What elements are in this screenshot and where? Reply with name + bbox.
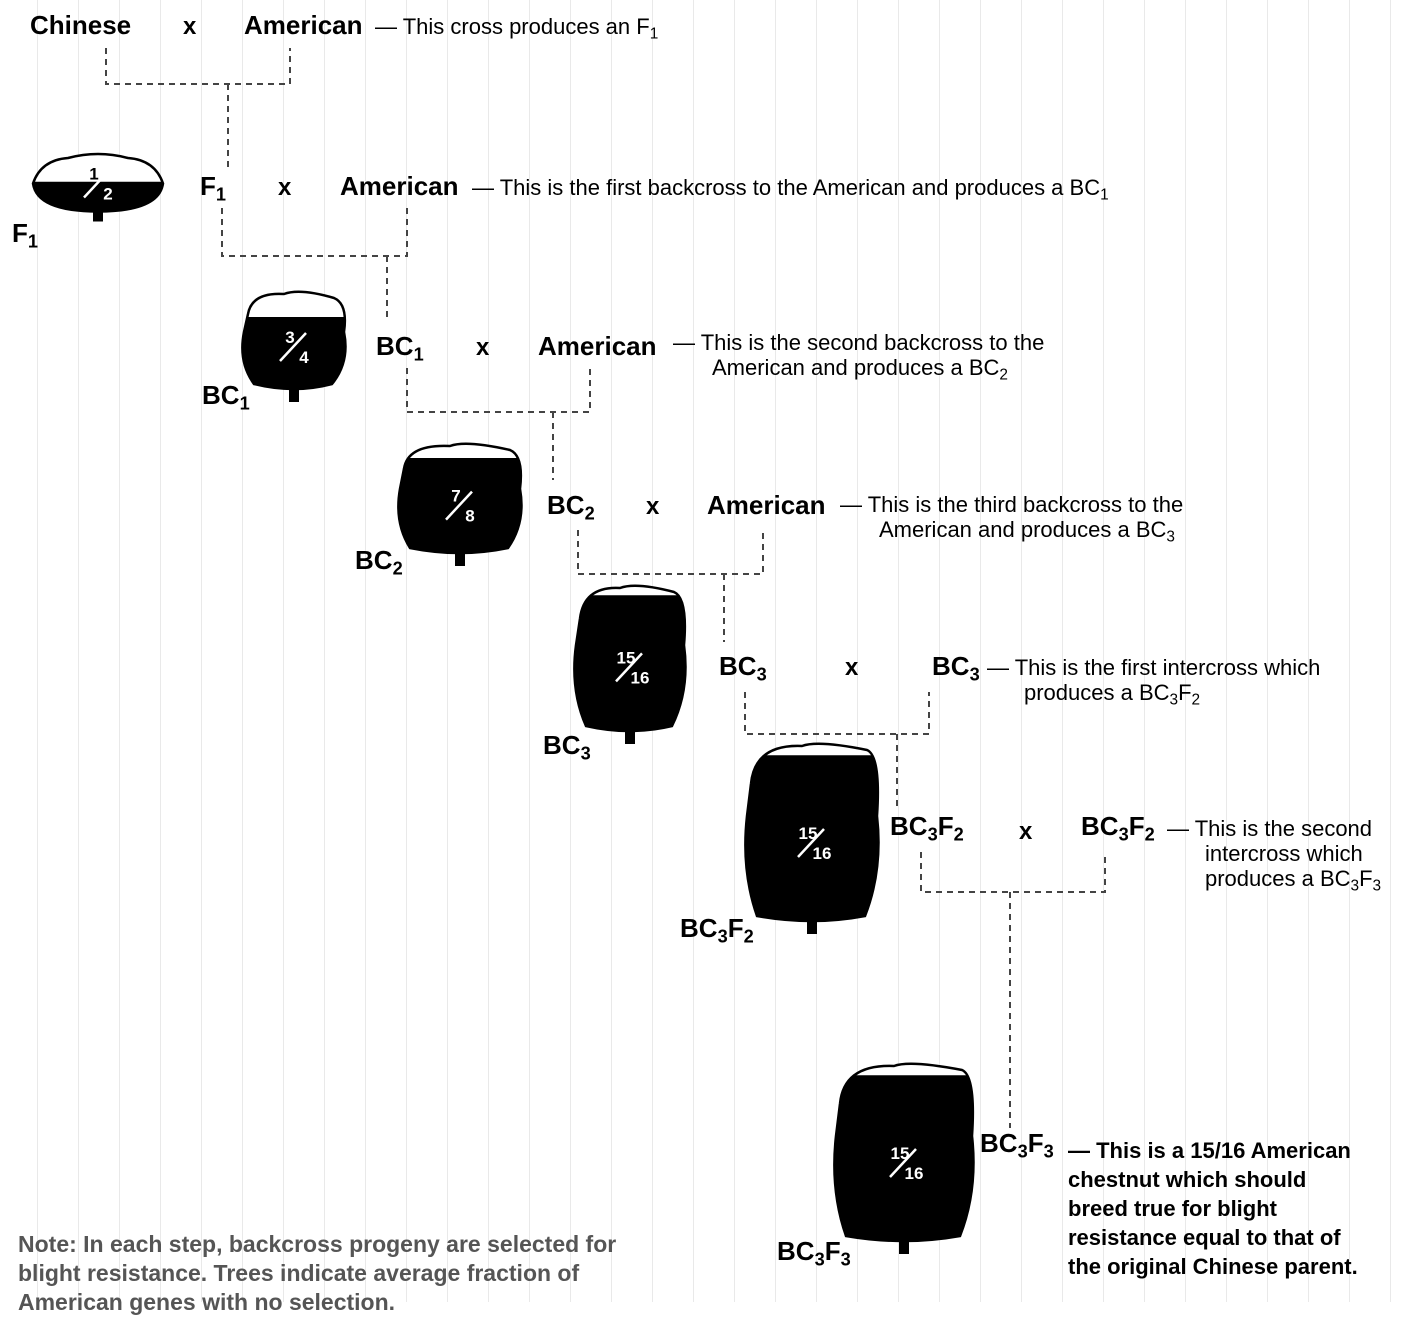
cross-description: — This is the first backcross to the Ame… bbox=[472, 175, 1109, 204]
fraction-slash bbox=[445, 490, 473, 521]
fraction-denominator: 2 bbox=[103, 185, 112, 204]
tree-label: BC2 bbox=[355, 545, 403, 579]
fraction-numerator: 1 bbox=[89, 165, 98, 184]
tree-label: BC1 bbox=[202, 380, 250, 414]
parent-chinese: Chinese bbox=[30, 10, 132, 40]
parent-american: American bbox=[707, 490, 826, 520]
fraction-slash bbox=[83, 168, 111, 199]
connector-row-3 bbox=[406, 368, 591, 480]
fraction-numerator: 15 bbox=[799, 824, 818, 843]
connector-row-6 bbox=[920, 852, 1106, 1128]
chestnut-tree-icon: 12 bbox=[31, 152, 165, 222]
parent-bc2: BC2 bbox=[547, 490, 595, 524]
cross-description-line-2: intercross which bbox=[1205, 841, 1363, 866]
connector-row-2 bbox=[221, 208, 408, 320]
cross-description-line-1: — This is the second backcross to the bbox=[673, 330, 1045, 355]
parent-bc3: BC3 bbox=[719, 651, 767, 685]
american-fraction-fill bbox=[242, 317, 346, 389]
tree-trunk bbox=[625, 732, 635, 744]
fraction-slash bbox=[615, 652, 643, 683]
cross-description-line-1: — This is the first intercross which bbox=[987, 655, 1321, 680]
connector-row-5 bbox=[744, 692, 930, 808]
fraction-numerator: 3 bbox=[285, 328, 294, 347]
american-fraction-fill bbox=[574, 595, 686, 731]
parent-bc3f2: BC3F2 bbox=[1081, 811, 1155, 845]
american-fraction-fill bbox=[834, 1075, 974, 1241]
note-text: Note: In each step, backcross progeny ar… bbox=[18, 1231, 617, 1315]
cross-description-line-1: — This is the second bbox=[1167, 816, 1373, 841]
fraction-numerator: 7 bbox=[451, 487, 460, 506]
fraction-denominator: 16 bbox=[905, 1164, 924, 1183]
tree-label: BC3F2 bbox=[680, 913, 754, 947]
fraction-slash bbox=[797, 828, 825, 858]
parent-bc3: BC3 bbox=[932, 651, 980, 685]
cross-description-line-2: American and produces a BC2 bbox=[712, 355, 1008, 384]
fraction-slash bbox=[889, 1148, 917, 1178]
american-fraction-fill bbox=[745, 755, 879, 921]
tree-trunk bbox=[455, 554, 465, 566]
parent-bc3f2: BC3F2 bbox=[890, 811, 964, 845]
fraction-denominator: 4 bbox=[299, 348, 309, 367]
fraction-numerator: 15 bbox=[891, 1144, 910, 1163]
tree-trunk bbox=[93, 209, 103, 222]
cross-description-line-1: — This is the third backcross to the bbox=[840, 492, 1184, 517]
fraction-denominator: 16 bbox=[813, 844, 832, 863]
cross-description-line-2: American and produces a BC3 bbox=[879, 517, 1175, 546]
cross-symbol: x bbox=[1019, 818, 1033, 845]
chestnut-tree-icon: 78 bbox=[397, 442, 523, 566]
cross-description-line-3: produces a BC3F3 bbox=[1205, 866, 1382, 895]
tree-label: BC3F3 bbox=[777, 1236, 851, 1270]
cross-symbol: x bbox=[845, 654, 859, 681]
chestnut-tree-icon: 34 bbox=[241, 290, 347, 402]
tree-label: BC3 bbox=[543, 730, 591, 764]
tree-trunk bbox=[899, 1242, 909, 1254]
parent-bc1: BC1 bbox=[376, 331, 424, 365]
parent-american: American bbox=[244, 10, 363, 40]
tree-trunk bbox=[289, 390, 299, 402]
fraction-numerator: 15 bbox=[617, 648, 636, 667]
fraction-slash bbox=[279, 332, 307, 362]
cross-symbol: x bbox=[476, 334, 490, 361]
cross-symbol: x bbox=[183, 13, 197, 40]
connector-row-1 bbox=[105, 48, 291, 168]
parent-f1: F1 bbox=[200, 171, 227, 205]
cross-description-line-2: produces a BC3F2 bbox=[1024, 680, 1201, 709]
parent-american: American bbox=[538, 331, 657, 361]
connector-row-4 bbox=[577, 530, 764, 642]
parent-american: American bbox=[340, 171, 459, 201]
final-bc3f3: BC3F3 bbox=[980, 1128, 1054, 1162]
fraction-denominator: 8 bbox=[465, 507, 474, 526]
tree-trunk bbox=[807, 922, 817, 934]
cross-symbol: x bbox=[646, 493, 660, 520]
tree-label: F1 bbox=[12, 218, 39, 252]
cross-symbol: x bbox=[278, 174, 292, 201]
cross-description: — This cross produces an F1 bbox=[375, 14, 659, 43]
final-description: — This is a 15/16 American chestnut whic… bbox=[1068, 1138, 1358, 1279]
fraction-denominator: 16 bbox=[631, 668, 650, 687]
